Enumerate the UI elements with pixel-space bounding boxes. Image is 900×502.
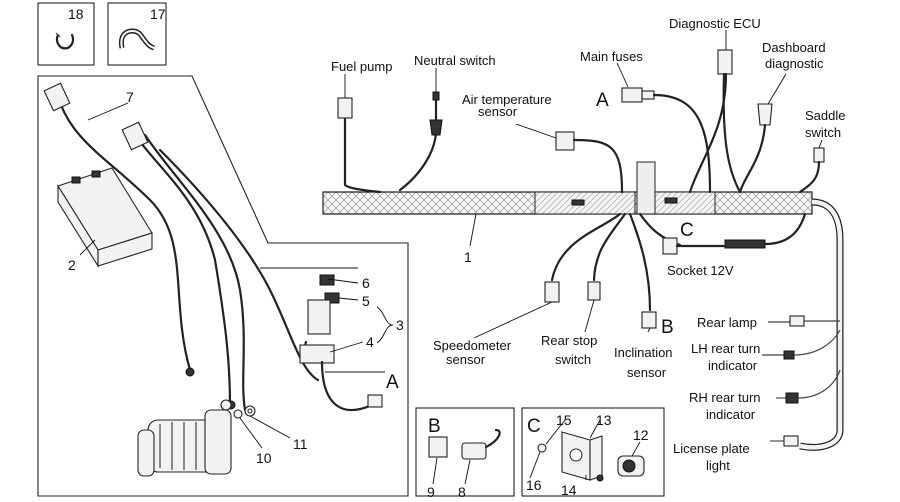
label-speedometer-line1: Speedometer [433, 338, 512, 353]
part-number-10: 10 [256, 450, 272, 466]
part-number-3: 3 [396, 317, 404, 333]
part-number-13: 13 [596, 412, 612, 428]
label-diagnostic-ecu: Diagnostic ECU [669, 16, 761, 31]
washers [233, 405, 256, 419]
inset-box-b [415, 407, 515, 497]
inset-box-c [521, 407, 665, 497]
label-rear-lamp: Rear lamp [697, 315, 757, 330]
label-dashboard-diagnostic-line2: diagnostic [765, 56, 824, 71]
label-neutral-switch: Neutral switch [414, 53, 496, 68]
label-rear-stop-line1: Rear stop [541, 333, 597, 348]
letter-b-inset: B [428, 416, 441, 437]
label-inclination-line2: sensor [627, 365, 667, 380]
letter-c-main: C [680, 220, 694, 241]
letter-c-inset: C [527, 416, 541, 437]
battery-panel-frame [37, 75, 409, 497]
label-socket-12v: Socket 12V [667, 263, 734, 278]
part-number-9: 9 [427, 484, 435, 500]
part-number-11: 11 [293, 436, 308, 452]
label-lh-turn-line1: LH rear turn [691, 341, 760, 356]
label-license-plate-line2: light [706, 458, 730, 473]
part-number-5: 5 [362, 293, 370, 309]
letter-a-panel: A [386, 372, 399, 393]
label-fuel-pump: Fuel pump [331, 59, 392, 74]
label-saddle-switch-line1: Saddle [805, 108, 845, 123]
part-number-7: 7 [126, 89, 134, 105]
label-inclination-line1: Inclination [614, 345, 673, 360]
callout-labels: Fuel pump Neutral switch Main fuses Diag… [331, 16, 845, 473]
section-letters: A C B A B C [386, 90, 694, 437]
part-number-1: 1 [464, 249, 472, 265]
letter-b-main: B [661, 317, 674, 338]
label-dashboard-diagnostic-line1: Dashboard [762, 40, 826, 55]
label-air-temperature-line2: sensor [478, 104, 518, 119]
harness-branches [337, 49, 841, 447]
main-harness [322, 161, 844, 451]
part-number-6: 6 [362, 275, 370, 291]
starter-motor [137, 399, 232, 477]
letter-a-main: A [596, 90, 609, 111]
part-number-16: 16 [526, 477, 542, 493]
part-number-8: 8 [458, 484, 466, 500]
label-lh-turn-line2: indicator [708, 358, 758, 373]
part-number-12: 12 [633, 427, 649, 443]
label-rear-stop-line2: switch [555, 352, 591, 367]
battery [57, 167, 153, 268]
part-number-4: 4 [366, 334, 374, 350]
part-number-17: 17 [150, 6, 166, 22]
label-license-plate-line1: License plate [673, 441, 750, 456]
part-number-2: 2 [68, 257, 76, 273]
label-air-temperature-line1: Air temperature [462, 92, 552, 107]
label-rh-turn-line2: indicator [706, 407, 756, 422]
inset-box-18 [37, 2, 95, 66]
battery-cables [43, 82, 320, 412]
part-numbers: 18 17 7 2 1 6 5 3 4 11 10 9 8 15 13 12 1… [68, 6, 649, 500]
label-main-fuses: Main fuses [580, 49, 643, 64]
leader-lines [79, 30, 823, 485]
label-rh-turn-line1: RH rear turn [689, 390, 761, 405]
inset-box-17 [107, 2, 167, 66]
label-speedometer-line2: sensor [446, 352, 486, 367]
part-number-15: 15 [556, 412, 572, 428]
part-number-14: 14 [561, 482, 577, 498]
label-saddle-switch-line2: switch [805, 125, 841, 140]
part-number-18: 18 [68, 6, 84, 22]
